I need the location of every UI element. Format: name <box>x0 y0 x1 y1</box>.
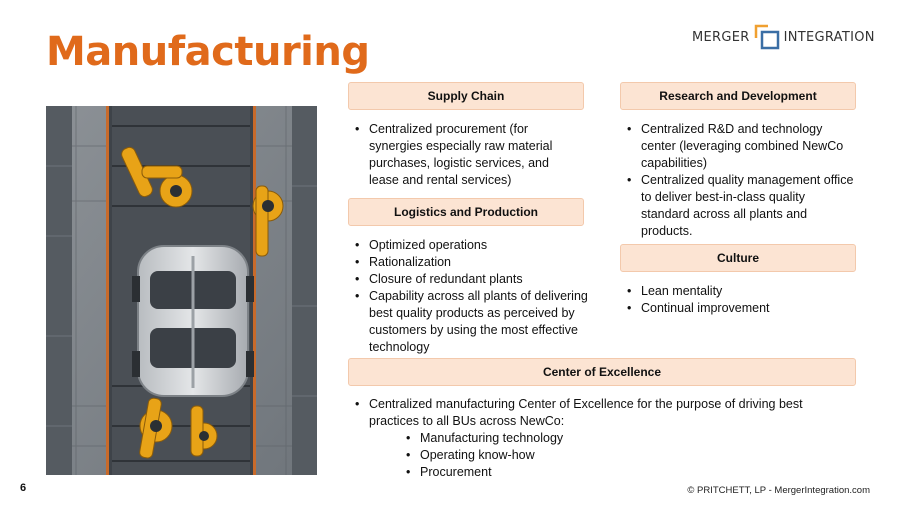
research-development-list: Centralized R&D and technology center (l… <box>622 121 854 240</box>
list-item: Closure of redundant plants <box>350 271 600 288</box>
coe-bullet-text: Centralized manufacturing Center of Exce… <box>369 397 803 428</box>
page-number: 6 <box>20 482 27 494</box>
list-item: Continual improvement <box>622 300 854 317</box>
logo-left-text: MERGER <box>692 29 750 45</box>
supply-chain-header: Supply Chain <box>348 82 584 110</box>
slide-title: Manufacturing <box>46 29 370 75</box>
logistics-production-list: Optimized operations Rationalization Clo… <box>350 237 600 356</box>
list-item: Optimized operations <box>350 237 600 254</box>
research-development-header: Research and Development <box>620 82 856 110</box>
list-item: Centralized quality management office to… <box>622 172 854 240</box>
logo-right-text: INTEGRATION <box>783 29 875 45</box>
coe-sub-list: Manufacturing technology Operating know-… <box>369 430 850 481</box>
sub-list-item: Procurement <box>403 464 850 481</box>
list-item: Lean mentality <box>622 283 854 300</box>
supply-chain-list: Centralized procurement (for synergies e… <box>350 121 562 189</box>
culture-list: Lean mentality Continual improvement <box>622 283 854 317</box>
logistics-production-header: Logistics and Production <box>348 198 584 226</box>
list-item: Rationalization <box>350 254 600 271</box>
culture-header: Culture <box>620 244 856 272</box>
list-item: Centralized R&D and technology center (l… <box>622 121 854 172</box>
sub-list-item: Operating know-how <box>403 447 850 464</box>
logo-mark-icon <box>754 24 780 50</box>
factory-robot-photo <box>46 106 317 475</box>
center-of-excellence-list: Centralized manufacturing Center of Exce… <box>350 396 850 481</box>
list-item: Capability across all plants of deliveri… <box>350 288 600 356</box>
list-item: Centralized procurement (for synergies e… <box>350 121 562 189</box>
merger-integration-logo: MERGER INTEGRATION <box>692 24 875 50</box>
list-item: Centralized manufacturing Center of Exce… <box>350 396 850 481</box>
footer-copyright: © PRITCHETT, LP - MergerIntegration.com <box>687 485 870 496</box>
center-of-excellence-header: Center of Excellence <box>348 358 856 386</box>
sub-list-item: Manufacturing technology <box>403 430 850 447</box>
